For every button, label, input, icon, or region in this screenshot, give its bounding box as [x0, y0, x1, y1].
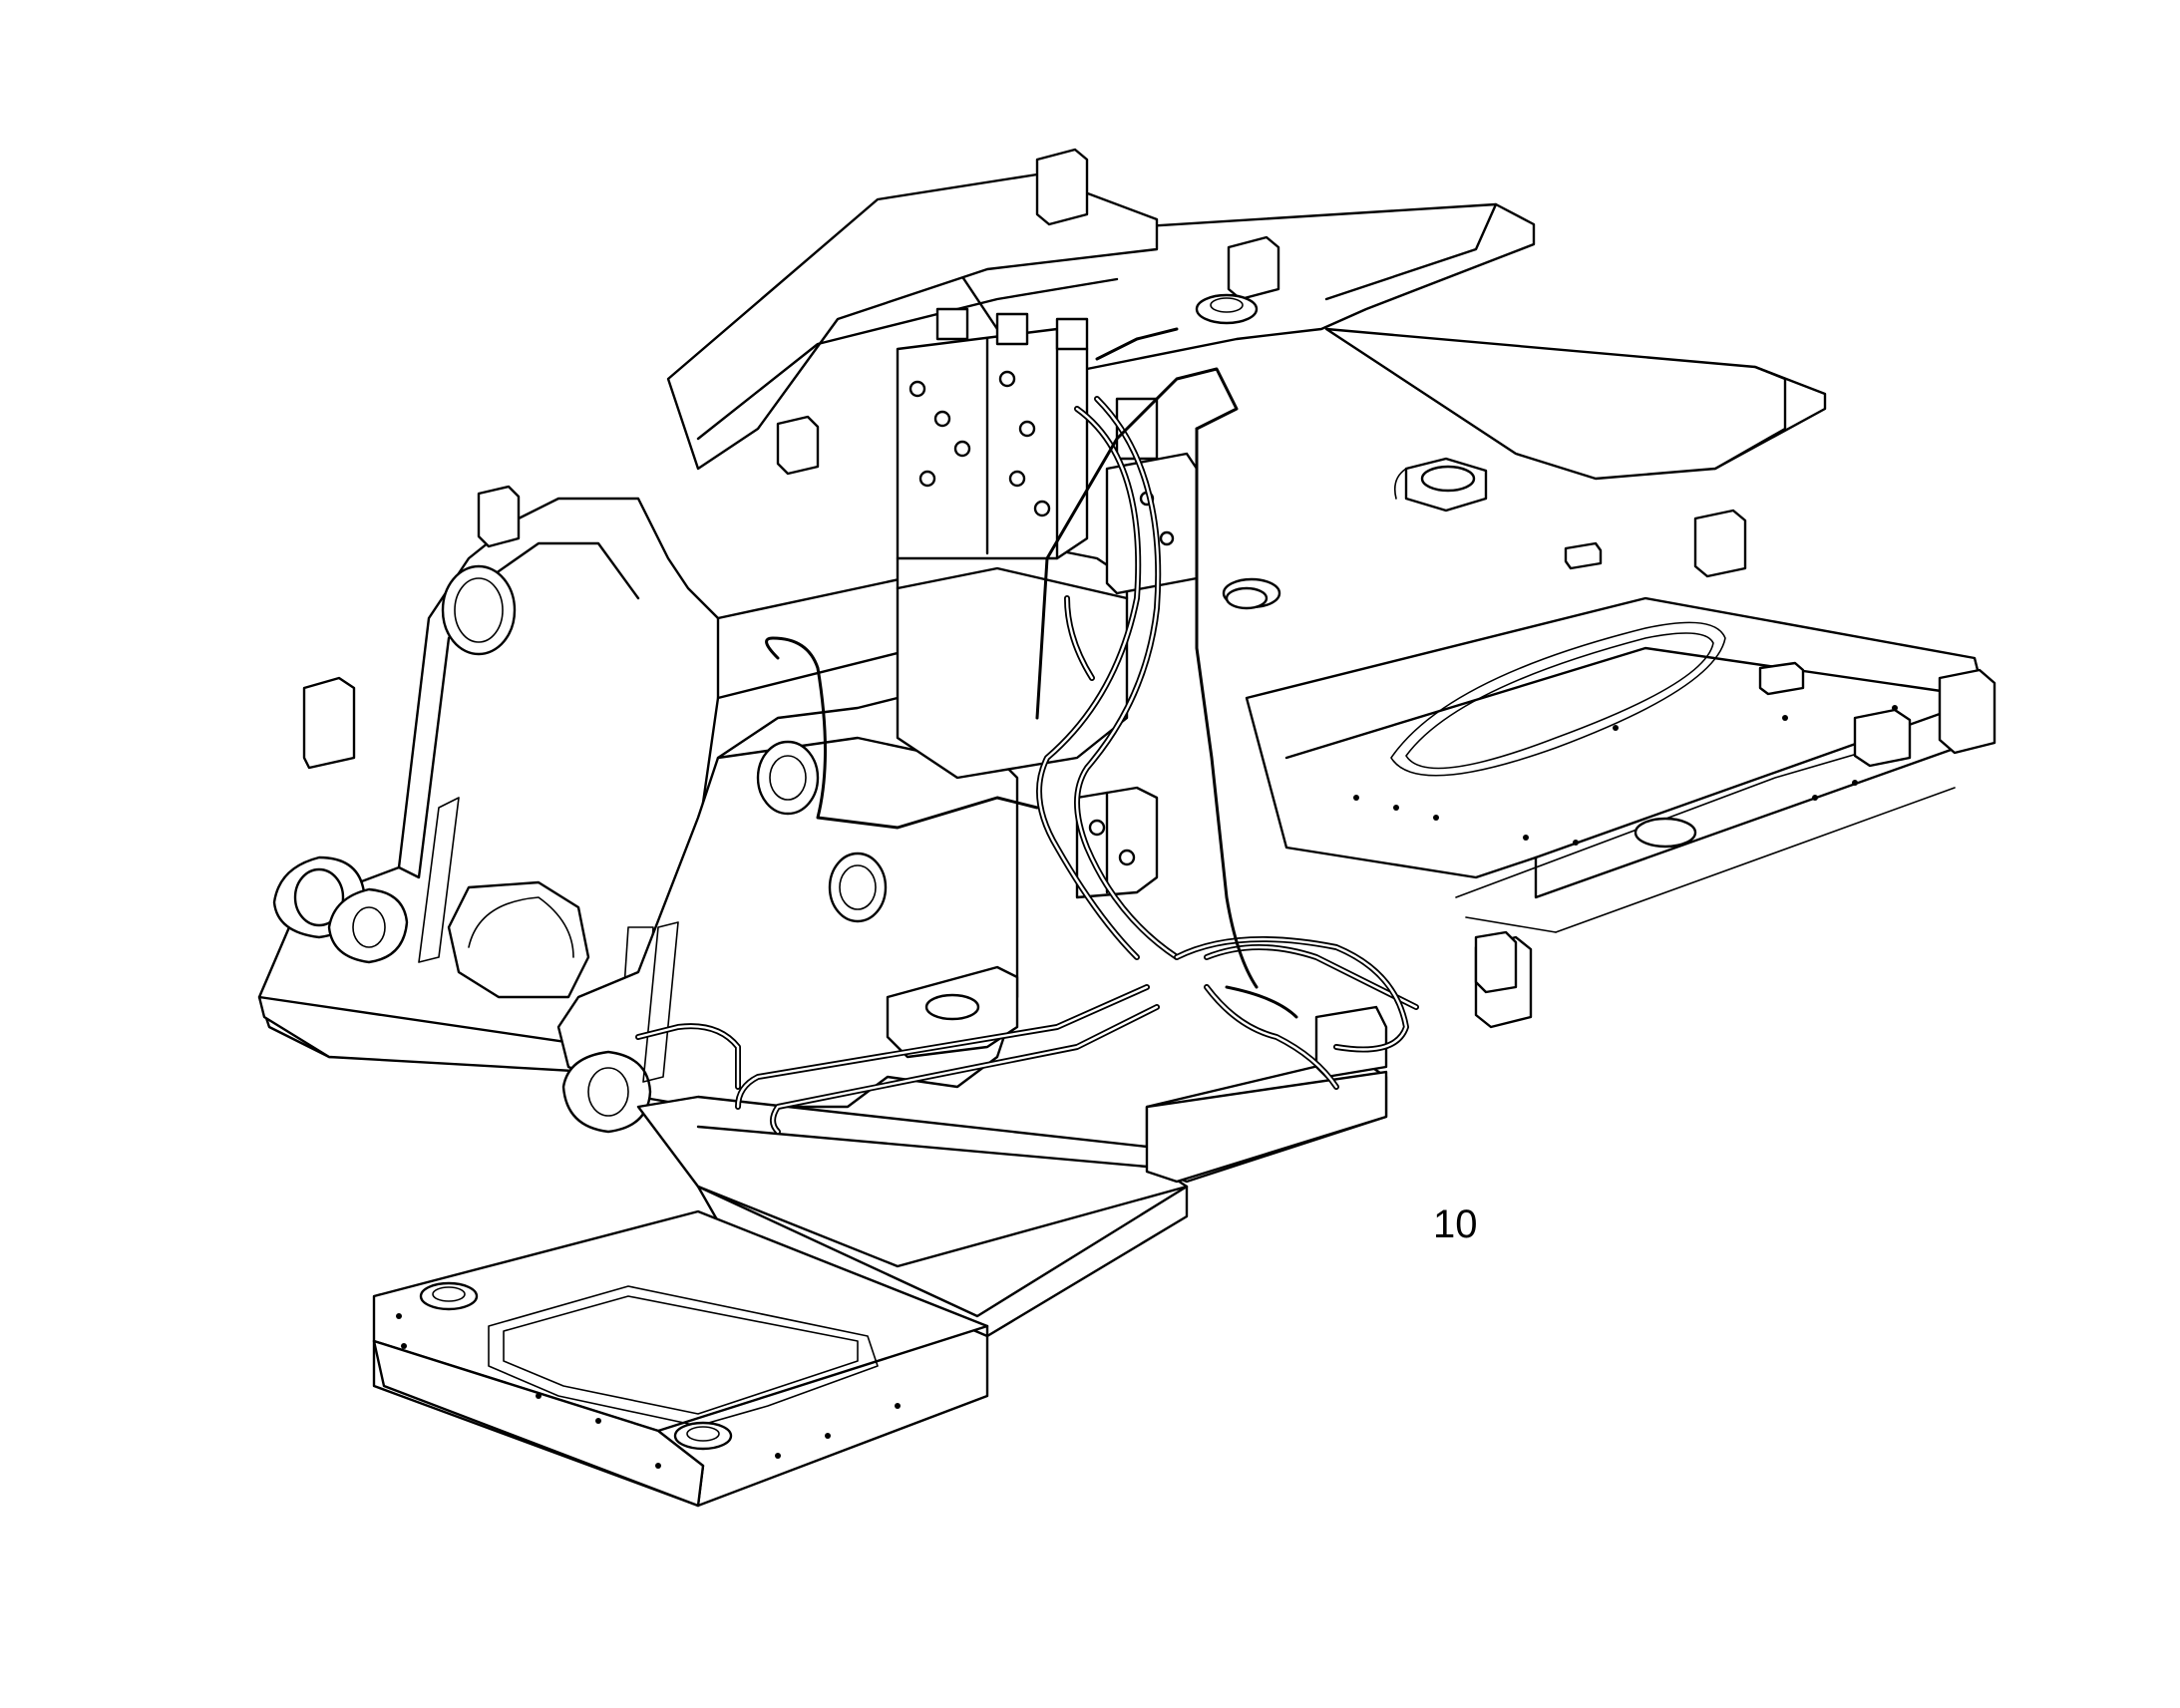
- hydraulic-hoses: [635, 396, 1419, 1135]
- control-valve-upper: [896, 307, 1199, 595]
- electrical-wiring: [765, 327, 1298, 1019]
- front-cross-frame: [636, 965, 1388, 1338]
- main-frame: [1245, 596, 1997, 1029]
- bolt-holes-front: [396, 1313, 901, 1469]
- front-lower-frame: [372, 1209, 989, 1508]
- rear-right-end: [1474, 541, 1912, 994]
- valve-ports-upper: [908, 370, 1175, 546]
- rear-upper-frame: [666, 148, 1827, 609]
- callout-10-label: 10: [1433, 1202, 1478, 1246]
- bolt-holes-right: [1353, 705, 1898, 846]
- boom-tower-left: [257, 485, 999, 1079]
